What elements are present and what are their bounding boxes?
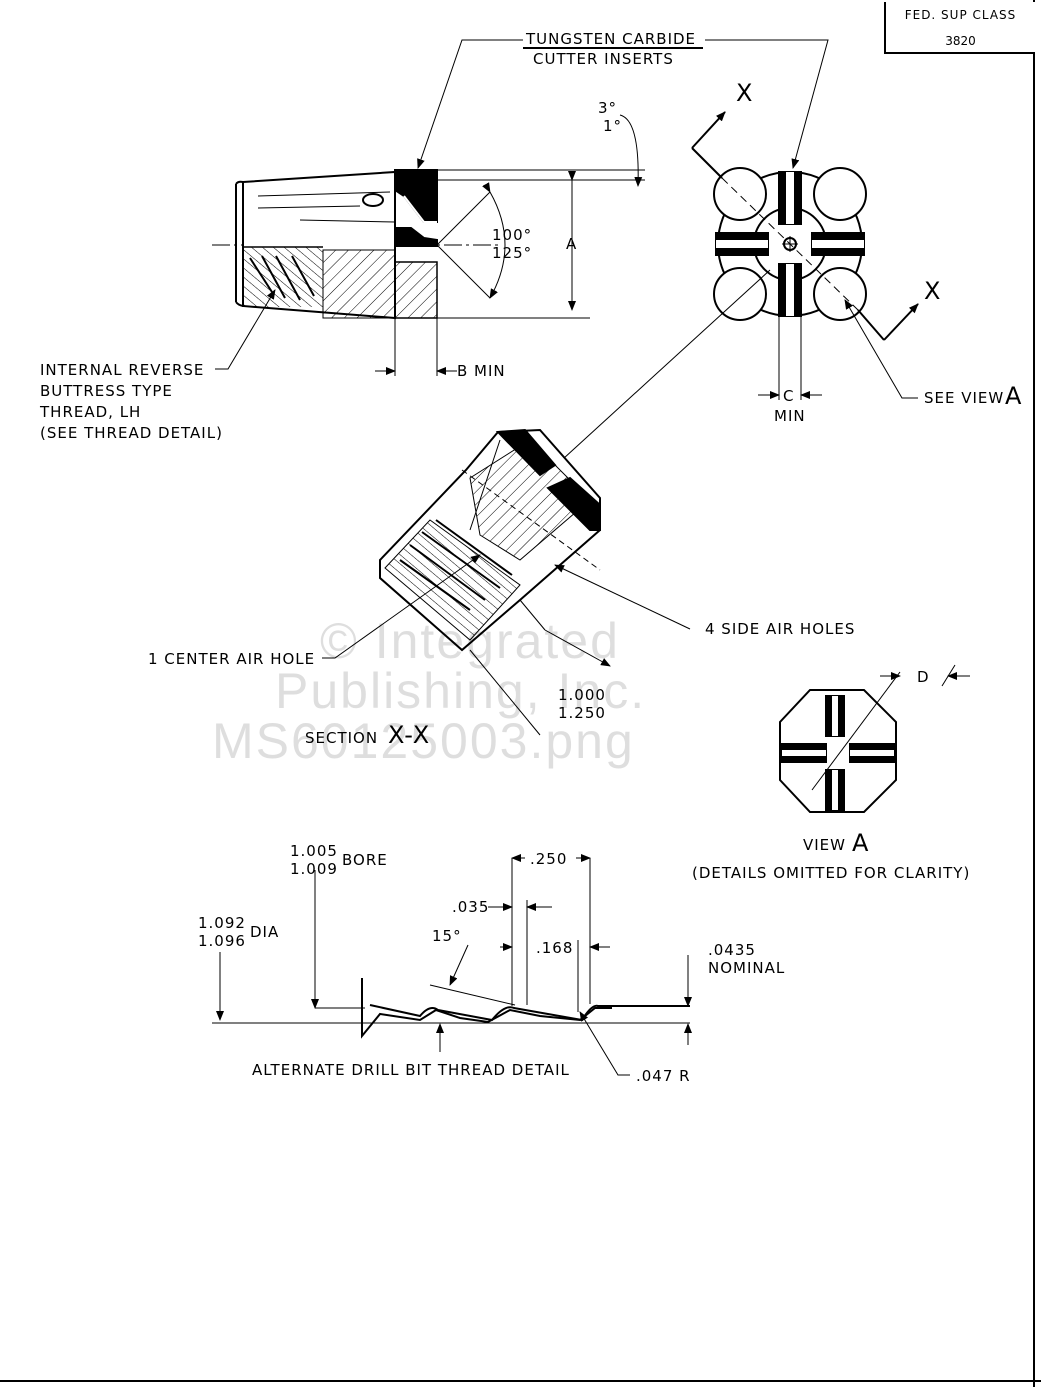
label-dim-1250: 1.250	[558, 704, 606, 722]
watermark-line-2: Publishing, Inc.	[275, 663, 647, 719]
label-nominal: NOMINAL	[708, 959, 786, 977]
label-thread-line-3: THREAD, LH	[40, 403, 142, 421]
watermark-line-3: MS60125003.png	[212, 713, 635, 769]
section-xx	[322, 428, 691, 736]
label-section-x-top: X	[736, 79, 754, 107]
label-thread-line-1: INTERNAL REVERSE	[40, 361, 205, 379]
label-dim-0435: .0435	[708, 941, 756, 959]
label-bore-1009: 1.009	[290, 860, 338, 878]
label-dim-a: A	[566, 235, 578, 253]
frame-border-right	[1033, 0, 1035, 1387]
label-center-air-hole: 1 CENTER AIR HOLE	[148, 650, 316, 668]
title-block: FED. SUP CLASS 3820	[884, 2, 1035, 54]
frame-border-bottom	[0, 1380, 1041, 1382]
label-dim-250: .250	[530, 850, 568, 868]
label-angle-125: 125°	[492, 244, 533, 262]
view-a	[779, 664, 970, 813]
label-tungsten-carbide: TUNGSTEN CARBIDE	[526, 30, 697, 48]
fed-sup-class-label: FED. SUP CLASS	[904, 8, 1017, 22]
label-dim-035: .035	[452, 898, 490, 916]
label-thread-line-2: BUTTRESS TYPE	[40, 382, 173, 400]
label-details-omitted: (DETAILS OMITTED FOR CLARITY)	[692, 864, 971, 882]
label-dim-168: .168	[536, 939, 574, 957]
label-dia: DIA	[250, 923, 280, 941]
thread-detail	[212, 854, 692, 1076]
label-cutter-inserts: CUTTER INSERTS	[533, 50, 674, 68]
side-view	[212, 39, 829, 376]
label-dim-c: C	[783, 387, 795, 405]
label-dim-d: D	[917, 668, 930, 686]
end-view	[539, 111, 919, 481]
label-view: VIEW	[803, 836, 846, 854]
label-angle-15: 15°	[432, 927, 462, 945]
label-section-xx: X-X	[388, 721, 431, 749]
label-b-min: B MIN	[457, 362, 506, 380]
label-side-air-holes: 4 SIDE AIR HOLES	[705, 620, 856, 638]
label-alternate-thread-detail: ALTERNATE DRILL BIT THREAD DETAIL	[252, 1061, 570, 1079]
label-thread-line-4: (SEE THREAD DETAIL)	[40, 424, 223, 442]
fed-sup-class-value: 3820	[945, 34, 976, 48]
label-bore-1005: 1.005	[290, 842, 338, 860]
label-dia-1092: 1.092	[198, 914, 246, 932]
label-angle-100: 100°	[492, 226, 533, 244]
label-angle-1: 1°	[603, 117, 623, 135]
label-see-view: SEE VIEW	[924, 389, 1005, 407]
label-dim-1000: 1.000	[558, 686, 606, 704]
label-angle-3: 3°	[598, 99, 618, 117]
label-section: SECTION	[305, 729, 379, 747]
label-c-min: MIN	[774, 407, 806, 425]
watermark-line-1: © Integrated	[320, 613, 620, 669]
label-dia-1096: 1.096	[198, 932, 246, 950]
label-see-view-a: A	[1005, 382, 1023, 410]
label-view-a: A	[852, 829, 870, 857]
label-section-x-right: X	[924, 277, 942, 305]
label-bore: BORE	[342, 851, 388, 869]
label-radius-047: .047 R	[636, 1067, 691, 1085]
